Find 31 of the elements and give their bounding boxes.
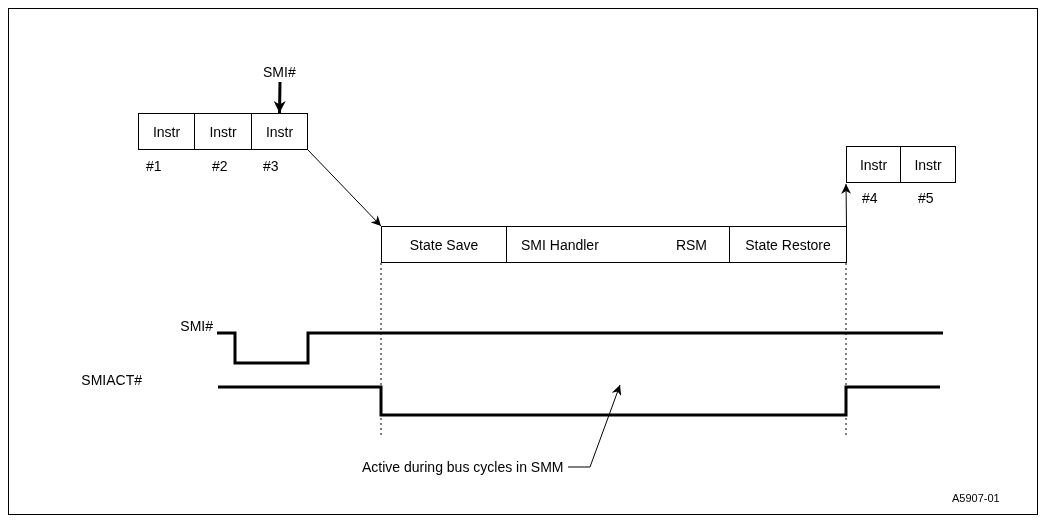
handler-box xyxy=(506,226,730,263)
box-label: Instr xyxy=(914,156,942,173)
instruction-box xyxy=(900,146,956,183)
box-label: State Restore xyxy=(745,236,831,253)
figure-id: A5907-01 xyxy=(952,491,1000,506)
box-label: Instr xyxy=(152,123,181,140)
arrow xyxy=(273,81,286,114)
box-label: RSM xyxy=(675,236,707,253)
leader-line xyxy=(567,384,622,468)
signal-name: SMI# xyxy=(180,318,213,334)
instruction-number: #4 xyxy=(862,190,878,206)
instruction-number: #1 xyxy=(146,158,162,174)
instruction-box xyxy=(138,113,195,150)
instruction-box xyxy=(846,146,901,183)
state-restore-box xyxy=(729,226,847,263)
box-label: SMI Handler xyxy=(521,236,599,253)
instruction-number: #3 xyxy=(263,158,279,174)
arrow xyxy=(307,149,382,227)
instruction-box xyxy=(194,113,252,150)
state-save-box xyxy=(381,226,507,263)
instruction-box xyxy=(251,113,308,150)
annotation-text: Active during bus cycles in SMM xyxy=(362,459,568,475)
signal-name: SMIACT# xyxy=(81,372,142,388)
signal-label: SMI# xyxy=(263,64,297,80)
arrow xyxy=(841,183,852,227)
box-label: State Save xyxy=(409,236,479,253)
instruction-number: #2 xyxy=(212,158,228,174)
box-label: Instr xyxy=(859,156,888,173)
instruction-number: #5 xyxy=(918,190,934,206)
box-label: Instr xyxy=(209,123,237,140)
box-label: Instr xyxy=(265,123,294,140)
